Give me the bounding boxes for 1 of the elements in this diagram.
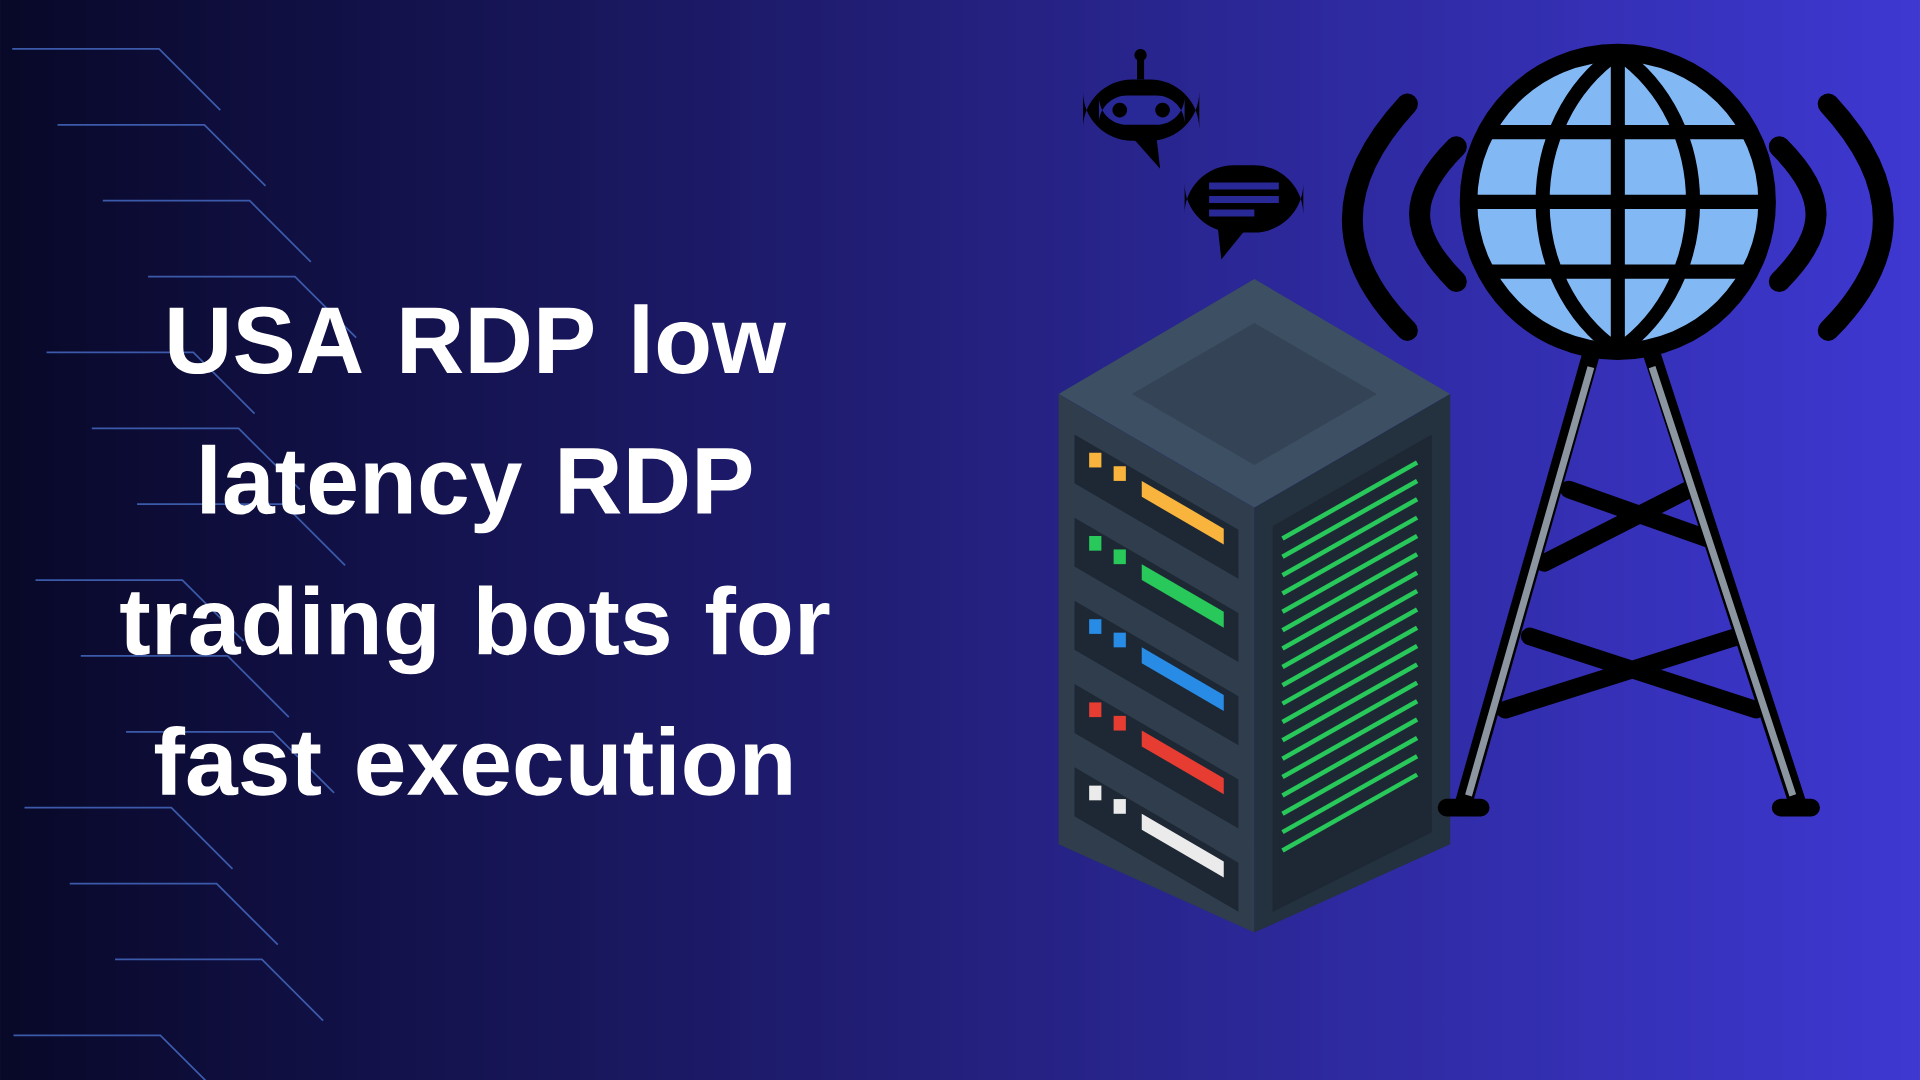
title: USA RDP low latency RDP trading bots for fast execution bbox=[120, 304, 830, 796]
